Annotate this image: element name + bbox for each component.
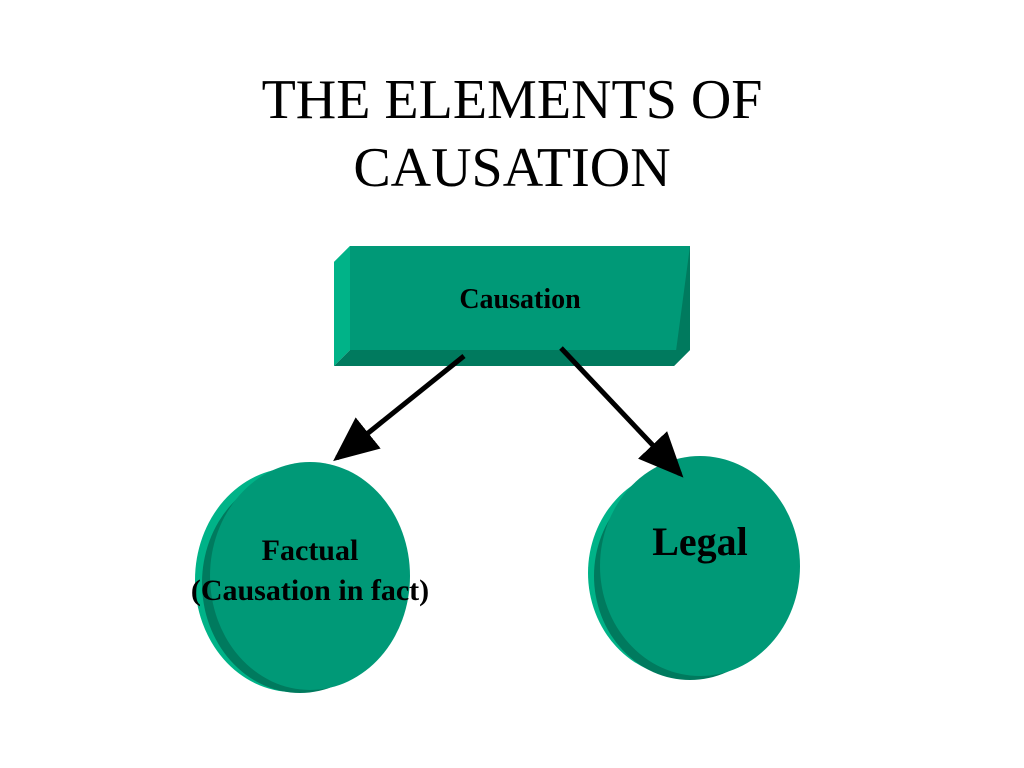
causation-label: Causation xyxy=(459,284,581,315)
causation-box-left-bevel xyxy=(334,246,350,366)
causation-box xyxy=(334,246,690,366)
factual-circle xyxy=(195,462,410,693)
slide-title: THE ELEMENTS OF CAUSATION xyxy=(112,66,912,202)
factual-circle-face xyxy=(210,462,410,690)
factual-label: Factual (Causation in fact) xyxy=(150,531,470,611)
legal-circle xyxy=(588,456,800,680)
factual-label-line-1: Factual xyxy=(261,534,359,567)
title-line-1: THE ELEMENTS OF xyxy=(261,69,763,131)
title-line-2: CAUSATION xyxy=(353,137,671,199)
legal-label: Legal xyxy=(652,519,748,564)
causation-box-right-edge xyxy=(674,246,690,366)
legal-circle-face xyxy=(600,456,800,676)
causation-box-bottom-bevel xyxy=(334,350,690,366)
arrow-to-legal xyxy=(559,346,684,478)
factual-label-line-2: (Causation in fact) xyxy=(190,574,430,607)
arrow-to-factual xyxy=(333,354,466,462)
causation-box-face xyxy=(350,246,690,350)
